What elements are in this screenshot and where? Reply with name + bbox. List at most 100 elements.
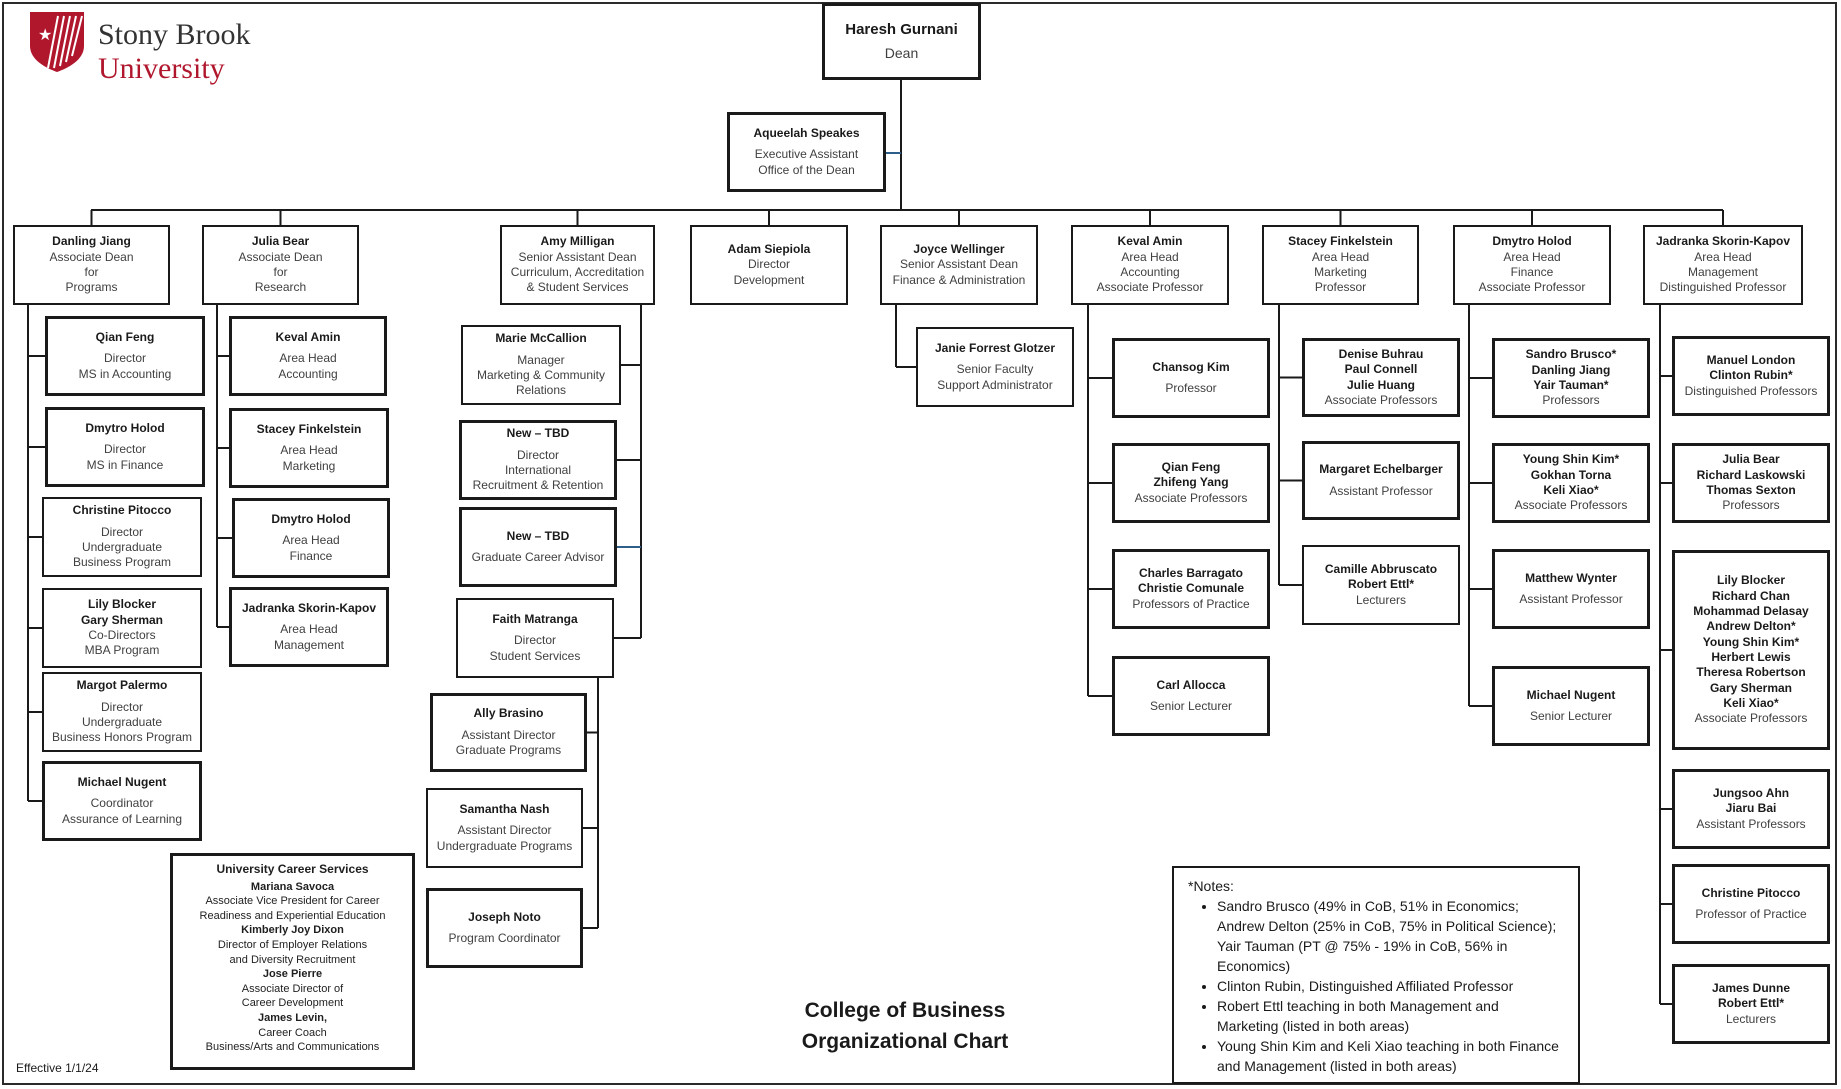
- person-name: Jungsoo Ahn: [1712, 785, 1790, 800]
- chart-title: College of Business Organizational Chart: [760, 995, 1050, 1057]
- role-title-line: Manager: [517, 352, 565, 367]
- role-title-line: Area Head: [1311, 249, 1370, 264]
- role-title-line: Undergraduate: [81, 540, 163, 554]
- notes-list: Sandro Brusco (49% in CoB, 51% in Econom…: [1188, 896, 1564, 1076]
- person-name: Jiaru Bai: [1725, 801, 1777, 816]
- person-name: Qian Feng: [1161, 459, 1221, 474]
- person-name: Charles Barragato: [1138, 565, 1244, 580]
- person-name: Marie McCallion: [495, 331, 587, 346]
- person-name: Keli Xiao*: [1723, 696, 1779, 711]
- person-name: Julia Bear: [251, 234, 310, 249]
- person-name: Theresa Robertson: [1696, 665, 1806, 680]
- person-name: Janie Forrest Glotzer: [934, 340, 1056, 355]
- person-name: Dmytro Holod: [271, 511, 351, 526]
- svg-text:★: ★: [38, 25, 52, 44]
- effective-date: Effective 1/1/24: [16, 1061, 99, 1075]
- person-name: James Dunne: [1711, 980, 1791, 995]
- role-title: Distinguished Professors: [1685, 384, 1818, 399]
- role-title-line: Associate Professors: [1694, 711, 1808, 726]
- role-title-line: Area Head: [1694, 249, 1752, 264]
- person-name: Stacey Finkelstein: [1288, 234, 1393, 249]
- role-title: Senior Lecturer: [1150, 699, 1232, 714]
- role-title-line: Professors: [1722, 498, 1780, 513]
- role-title-line: Business/Arts and Communications: [205, 1041, 380, 1054]
- role-title-line: Business Program: [72, 555, 172, 570]
- role-title-line: Dean: [884, 45, 919, 62]
- notes-heading: *Notes:: [1188, 878, 1234, 894]
- role-title-line: Finance: [1510, 265, 1554, 279]
- person-name: Yair Tauman*: [1533, 378, 1609, 392]
- notes-box: *Notes: Sandro Brusco (49% in CoB, 51% i…: [1172, 866, 1580, 1084]
- role-title: Lecturers: [1726, 1012, 1776, 1027]
- person-name: Ally Brasino: [473, 706, 544, 721]
- person-name: Chansog Kim: [1152, 359, 1230, 374]
- person-name: Manuel London: [1706, 352, 1796, 367]
- role-title-line: Finance & Administration: [892, 272, 1026, 287]
- role-title-line: Career Coach: [258, 1026, 327, 1039]
- role-title-line: Distinguished Professors: [1684, 383, 1818, 398]
- note-item: Robert Ettl teaching in both Management …: [1217, 996, 1564, 1036]
- role-title-line: Associate Professors: [1514, 498, 1628, 513]
- person-name: Keli Xiao*: [1543, 483, 1599, 497]
- shield-icon: ★: [30, 12, 84, 72]
- role-title-line: Area Head: [280, 443, 338, 458]
- role-title-line: Curriculum, Accreditation: [510, 265, 645, 279]
- person-name: Jadranka Skorin-Kapov: [241, 600, 377, 615]
- person-name: Gary Sherman: [80, 612, 164, 627]
- person-name: Joseph Noto: [468, 909, 541, 924]
- role-title-line: Director: [747, 257, 790, 272]
- role-title-line: Area Head: [279, 351, 337, 366]
- person-name: James Levin,: [257, 1011, 328, 1024]
- person-name: Faith Matranga: [492, 611, 578, 626]
- person-name: Danling Jiang: [1531, 362, 1611, 377]
- role-title: Professors: [1722, 498, 1779, 513]
- role-title-line: Finance: [289, 548, 333, 563]
- logo-wordmark-line1: Stony Brook: [98, 18, 251, 51]
- role-title-line: MS in Finance: [86, 457, 164, 472]
- role-title-line: Development: [733, 272, 805, 287]
- role-title-line: Assistant Professor: [1329, 483, 1433, 498]
- role-title: Lecturers: [1356, 593, 1406, 608]
- person-name: Christine Pitocco: [1701, 885, 1801, 900]
- role-title-line: Associate Professors: [1134, 490, 1248, 505]
- role-title-line: Associate Professors: [1324, 392, 1438, 407]
- role-title: Associate Professors: [1135, 491, 1248, 506]
- role-title-line: Management: [1687, 265, 1759, 279]
- role-title-line: Marketing & Community: [476, 368, 606, 382]
- role-title: Senior Lecturer: [1530, 709, 1612, 724]
- person-name: Herbert Lewis: [1711, 650, 1791, 664]
- role-title-line: Graduate Programs: [455, 743, 562, 758]
- role-title-line: Associate Vice President for Career: [205, 895, 380, 908]
- role-title-line: Management: [273, 637, 345, 652]
- role-title: Assistant Professor: [1519, 592, 1622, 607]
- role-title-line: Professors of Practice: [1132, 596, 1250, 611]
- person-name: Zhifeng Yang: [1153, 475, 1229, 490]
- role-title-line: Office of the Dean: [758, 162, 855, 177]
- person-name: Jose Pierre: [262, 968, 323, 981]
- person-name: Danling Jiang: [52, 234, 131, 249]
- role-title-line: Graduate Career Advisor: [471, 550, 605, 564]
- person-name: Andrew Delton*: [1706, 619, 1796, 634]
